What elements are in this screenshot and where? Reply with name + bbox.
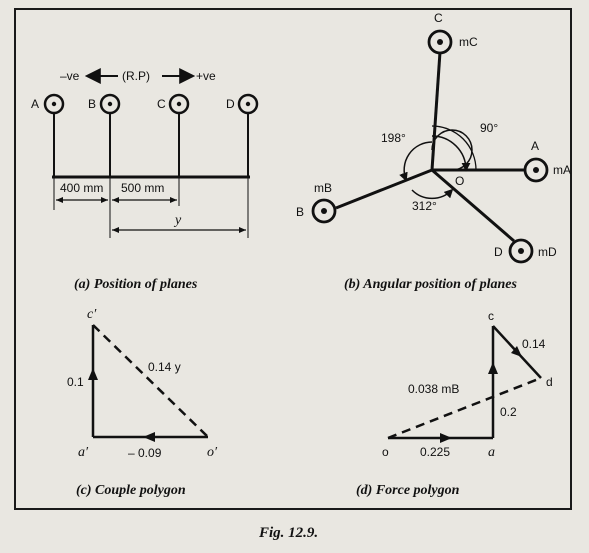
figure-caption: Fig. 12.9.	[258, 525, 318, 541]
plane-a-mass-dot	[51, 101, 57, 107]
dim-400-label: 400 mm	[60, 181, 103, 195]
side-diagonal	[92, 324, 209, 438]
mass-c-plane-label: C	[434, 11, 443, 25]
panel-b-angular-positions: C mC A mA B mB D mD O 90° 198° 312° (b) …	[296, 11, 571, 292]
panel-d-caption: (d) Force polygon	[356, 483, 460, 498]
vertex-a: a	[488, 445, 495, 460]
vertex-c: c	[488, 309, 494, 323]
mass-d-label: mD	[538, 245, 557, 259]
mass-d-dot	[518, 248, 524, 254]
panel-a-caption: (a) Position of planes	[74, 277, 198, 292]
arm-b	[335, 168, 433, 210]
mass-a-circle	[523, 157, 549, 183]
mass-b-label: mB	[314, 181, 332, 195]
side-horizontal-arrow	[143, 432, 155, 442]
mass-b-circle	[311, 198, 337, 224]
vertex-o: o	[382, 445, 389, 459]
angle-90-label: 90°	[480, 121, 498, 135]
reference-plane-label: (R.P)	[122, 69, 150, 83]
vertex-c-prime: c′	[87, 307, 97, 322]
arm-c	[430, 51, 442, 171]
side-vertical-label: 0.1	[67, 375, 84, 389]
mass-b-plane-label: B	[296, 205, 304, 219]
plane-b-label: B	[88, 97, 96, 111]
side-od	[387, 376, 542, 440]
plane-c-label: C	[157, 97, 166, 111]
side-ac-arrow	[488, 362, 498, 374]
neg-direction-label: –ve	[60, 69, 80, 83]
plane-c-mass-dot	[176, 101, 182, 107]
side-vertical-arrow	[88, 368, 98, 380]
side-cd-label: 0.14	[522, 337, 546, 351]
vertex-o-prime: o′	[207, 445, 218, 460]
mass-a-label: mA	[553, 163, 571, 177]
mass-c-label: mC	[459, 35, 478, 49]
plane-d-mass-circle	[237, 93, 259, 115]
side-cd-arrow	[511, 346, 522, 357]
mass-b-dot	[321, 208, 327, 214]
panel-b-caption: (b) Angular position of planes	[344, 277, 518, 292]
figure-frame	[14, 8, 572, 510]
side-ac-label: 0.2	[500, 405, 517, 419]
panel-a-position-of-planes: –ve (R.P) +ve A B C	[31, 68, 259, 292]
mass-c-circle	[427, 29, 453, 55]
dim-y-label: y	[173, 213, 182, 228]
side-diagonal-label: 0.14 y	[148, 360, 181, 374]
pos-direction-label: +ve	[196, 69, 216, 83]
side-oa-label: 0.225	[420, 445, 450, 459]
dim-500-arrows	[112, 197, 177, 203]
plane-b-mass-dot	[107, 101, 113, 107]
arm-d	[431, 168, 515, 243]
angle-arc-312	[411, 188, 454, 200]
panel-c-caption: (c) Couple polygon	[76, 483, 186, 498]
vertex-d: d	[546, 375, 553, 389]
mass-a-dot	[533, 167, 539, 173]
plane-d-label: D	[226, 97, 235, 111]
dim-500-label: 500 mm	[121, 181, 164, 195]
angle-arc-90-outer	[431, 125, 477, 171]
angle-arc-90	[431, 135, 471, 172]
angle-198-label: 198°	[381, 131, 406, 145]
vertex-a-prime: a′	[78, 445, 89, 460]
panel-c-couple-polygon: c′ a′ o′ 0.1 – 0.09 0.14 y (c) Couple po…	[67, 307, 218, 498]
panel-d-force-polygon: o a c d 0.225 0.2 0.14 0.038 mB (d) Forc…	[356, 309, 553, 498]
plane-b-mass-circle	[99, 93, 121, 115]
mass-a-plane-label: A	[531, 139, 539, 153]
side-od-label: 0.038 mB	[408, 382, 459, 396]
side-oa-arrow	[440, 433, 452, 443]
plane-a-mass-circle	[43, 93, 65, 115]
angle-arc-198	[399, 141, 433, 182]
angle-312-label: 312°	[412, 199, 437, 213]
mass-c-dot	[437, 39, 443, 45]
side-horizontal-label: – 0.09	[128, 446, 162, 460]
plane-a-label: A	[31, 97, 39, 111]
mass-d-circle	[508, 238, 534, 264]
origin-label: O	[455, 174, 464, 188]
mass-d-plane-label: D	[494, 245, 503, 259]
plane-d-mass-dot	[245, 101, 251, 107]
plane-c-mass-circle	[168, 93, 190, 115]
